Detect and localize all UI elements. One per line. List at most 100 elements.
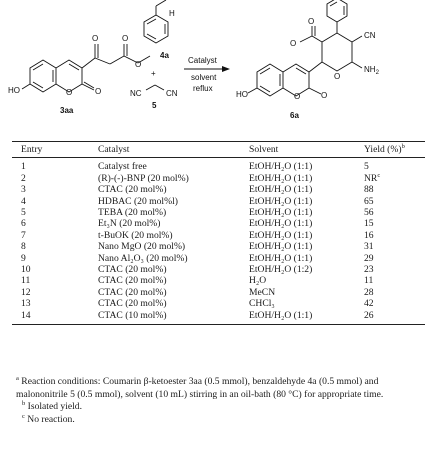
table-row: 12 CTAC (20 mol%) MeCN 28 — [12, 287, 425, 298]
cell-catalyst: Nano MgO (20 mol%) — [98, 241, 186, 253]
cell-entry: 5 — [21, 207, 26, 219]
cell-yield: 65 — [364, 195, 374, 207]
cell-solvent: EtOH/H₂O (1:1) — [249, 252, 313, 264]
cell-entry: 9 — [21, 252, 26, 264]
cell-entry: 6 — [21, 218, 26, 230]
cell-yield: 88 — [364, 184, 374, 196]
solvent-label: solvent — [191, 73, 217, 82]
reaction-scheme: HO O O O O O 3aa H 4a + NC CN 5 Catalyst… — [8, 0, 380, 120]
cell-entry: 1 — [21, 161, 26, 173]
compound-4a-label: 4a — [160, 51, 169, 60]
cell-catalyst: CTAC (20 mol%) — [98, 184, 167, 196]
cell-yield: 15 — [364, 218, 374, 230]
svg-text:O: O — [135, 60, 141, 69]
structure-3aa: HO O O O O O 3aa — [8, 34, 151, 115]
cell-catalyst: CTAC (20 mol%) — [98, 275, 167, 287]
cell-catalyst: CTAC (10 mol%) — [98, 309, 249, 326]
cell-yield: 26 — [364, 309, 425, 326]
svg-text:O: O — [122, 34, 128, 43]
header-catalyst: Catalyst — [98, 140, 249, 159]
cell-catalyst: CTAC (20 mol%) — [98, 264, 167, 276]
cell-solvent: EtOH/H₂O (1:1) — [249, 218, 313, 230]
table-row: 6 Et₃N (20 mol%) EtOH/H₂O (1:1) 15 — [12, 218, 425, 229]
cell-entry: 2 — [21, 172, 26, 184]
compound-6a-label: 6a — [290, 111, 299, 120]
cell-catalyst: t-BuOK (20 mol%) — [98, 229, 173, 241]
svg-text:CN: CN — [166, 89, 178, 98]
cell-entry: 10 — [21, 264, 31, 276]
table-row: 3 CTAC (20 mol%) EtOH/H₂O (1:1) 88 — [12, 184, 425, 195]
header-solvent: Solvent — [249, 140, 364, 159]
cell-catalyst: CTAC (20 mol%) — [98, 298, 167, 310]
table-row: 7 t-BuOK (20 mol%) EtOH/H₂O (1:1) 16 — [12, 230, 425, 241]
structure-5: NC CN 5 — [130, 84, 178, 110]
cell-yield: 31 — [364, 241, 374, 253]
svg-text:NC: NC — [130, 89, 142, 98]
footnote-c: c No reaction. — [22, 412, 75, 425]
footnote-a: a Reaction conditions: Coumarin β-ketoes… — [16, 374, 384, 400]
svg-text:O: O — [92, 34, 98, 43]
cell-entry: 14 — [12, 309, 98, 326]
svg-text:O: O — [294, 92, 300, 101]
compound-3aa-label: 3aa — [60, 106, 74, 115]
cell-entry: 8 — [21, 241, 26, 253]
cell-solvent: EtOH/H₂O (1:1) — [249, 241, 313, 253]
cell-solvent: H₂O — [249, 275, 267, 287]
cell-catalyst: CTAC (20 mol%) — [98, 286, 167, 298]
cell-solvent: EtOH/H₂O (1:2) — [249, 264, 313, 276]
cell-yield: 29 — [364, 252, 374, 264]
cell-entry: 3 — [21, 184, 26, 196]
svg-text:O: O — [321, 91, 327, 100]
cell-solvent: EtOH/H₂O (1:1) — [249, 184, 313, 196]
cell-entry: 12 — [21, 286, 31, 298]
cell-solvent: CHCl₃ — [249, 298, 275, 310]
table-row: 8 Nano MgO (20 mol%) EtOH/H₂O (1:1) 31 — [12, 241, 425, 252]
cell-yield: 28 — [364, 286, 374, 298]
cell-catalyst: TEBA (20 mol%) — [98, 207, 167, 219]
cell-solvent: EtOH/H₂O (1:1) — [249, 195, 313, 207]
cell-solvent: EtOH/H₂O (1:1) — [249, 309, 364, 326]
plus-sign: + — [151, 69, 156, 78]
cell-catalyst: Nano Al₂O₃ (20 mol%) — [98, 252, 188, 264]
cell-catalyst: (R)-(-)-BNP (20 mol%) — [98, 172, 189, 184]
svg-text:O: O — [66, 88, 72, 97]
cell-solvent: MeCN — [249, 286, 276, 298]
cell-solvent: EtOH/H₂O (1:1) — [249, 172, 313, 184]
svg-text:O: O — [334, 72, 340, 81]
cell-solvent: EtOH/H₂O (1:1) — [249, 161, 313, 173]
table-row: 9 Nano Al₂O₃ (20 mol%) EtOH/H₂O (1:1) 29 — [12, 253, 425, 264]
catalyst-label: Catalyst — [188, 56, 218, 65]
cell-yield: 23 — [364, 264, 374, 276]
cell-entry: 7 — [21, 229, 26, 241]
table-footnotes: a Reaction conditions: Coumarin β-ketoes… — [16, 374, 428, 426]
table-row: 2(R)-(-)-BNP (20 mol%)EtOH/H₂O (1:1)NRc — [12, 172, 425, 184]
structure-6a: O O O O O CN NH2 HO 6a — [236, 0, 380, 120]
svg-text:O: O — [95, 87, 101, 96]
cell-yield: 16 — [364, 229, 374, 241]
footnote-b: b Isolated yield. — [22, 400, 83, 413]
reflux-label: reflux — [193, 84, 213, 93]
compound-5-label: 5 — [152, 101, 157, 110]
table-row: 10 CTAC (20 mol%) EtOH/H₂O (1:2) 23 — [12, 264, 425, 275]
svg-text:O: O — [308, 17, 314, 26]
h-label: H — [169, 9, 175, 18]
cell-catalyst: Et₃N (20 mol%) — [98, 218, 161, 230]
cell-yield: 11 — [364, 275, 374, 287]
nh2-label: NH2 — [364, 65, 380, 76]
cell-yield: 5 — [364, 161, 369, 173]
structure-4a: H 4a — [143, 0, 175, 60]
svg-text:O: O — [290, 39, 296, 48]
cell-entry: 13 — [21, 298, 31, 310]
cell-yield: 56 — [364, 207, 374, 219]
cell-yield: 42 — [364, 298, 374, 310]
reaction-arrow: Catalyst solvent reflux — [184, 56, 230, 93]
ho-label-product: HO — [236, 90, 248, 99]
cell-solvent: EtOH/H₂O (1:1) — [249, 229, 313, 241]
cn-label: CN — [364, 31, 376, 40]
